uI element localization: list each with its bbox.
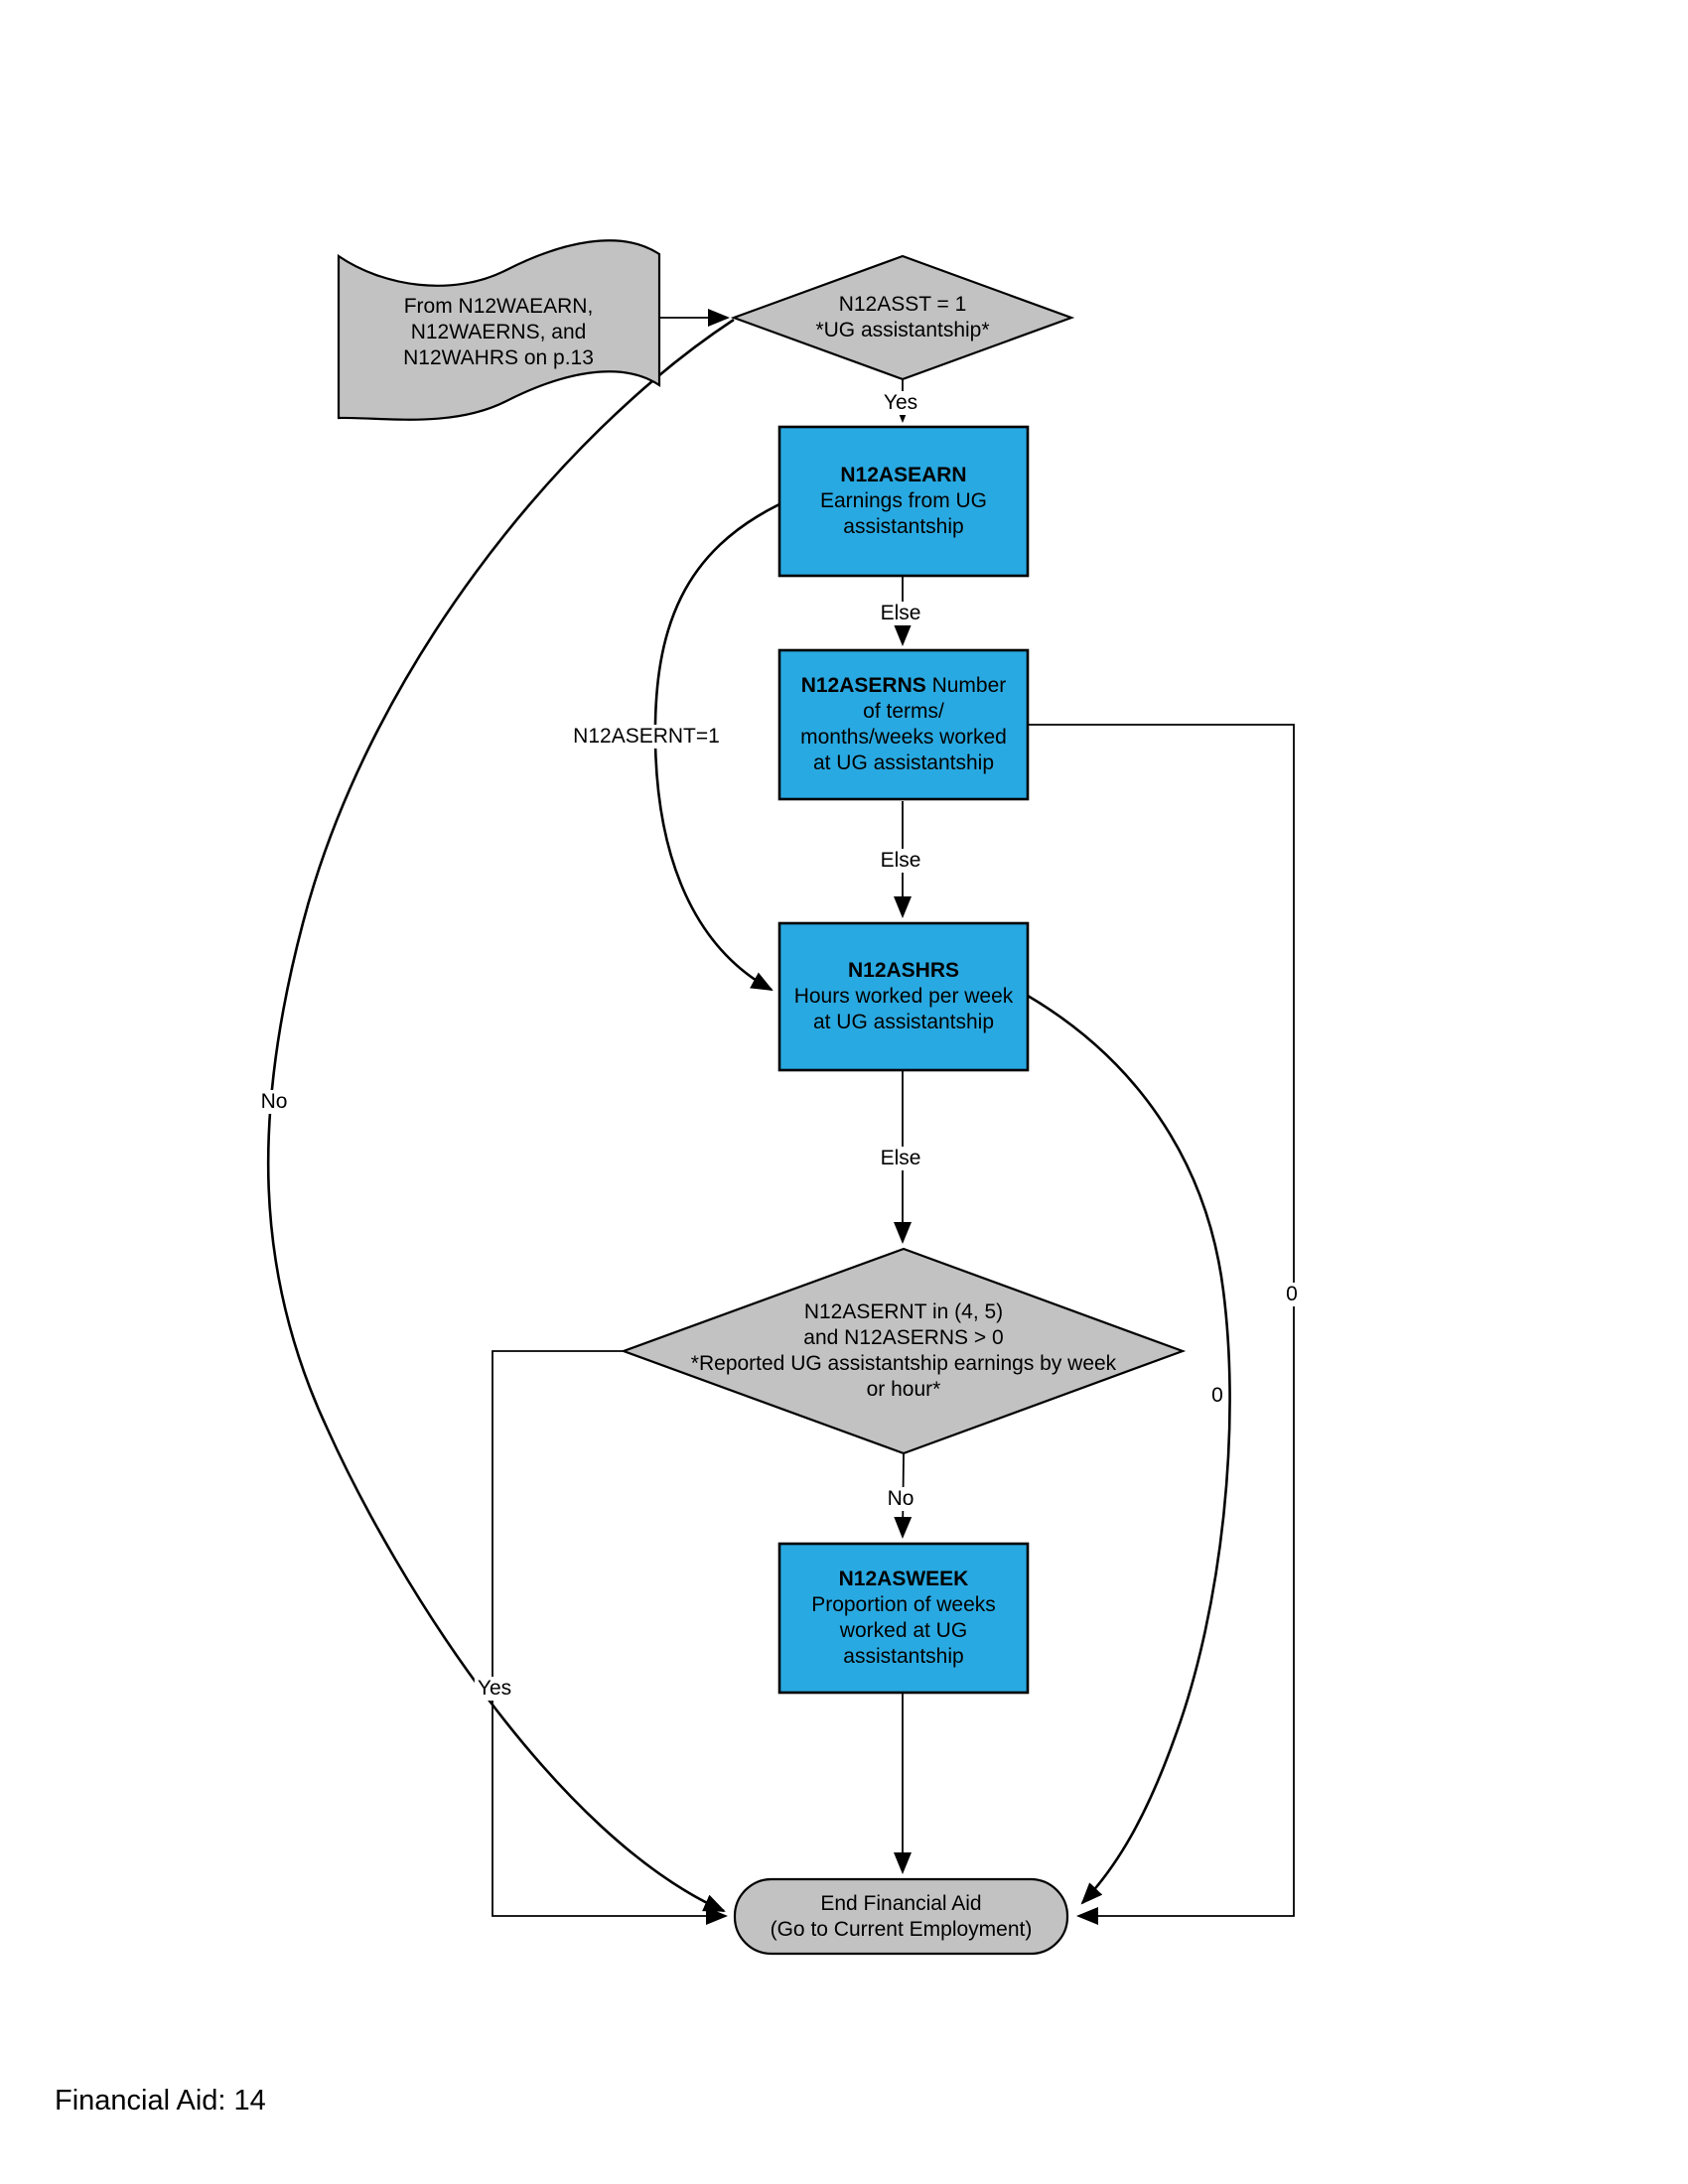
edge-label-yes-left: Yes bbox=[474, 1677, 515, 1701]
edge-decision-no-curve-to-end bbox=[266, 318, 735, 1913]
edge-label-zero-curve: 0 bbox=[1208, 1384, 1226, 1408]
edge-aserns-zero-elbow-to-end bbox=[1028, 724, 1295, 1925]
asearn-label: N12ASEARN Earnings from UG assistantship bbox=[779, 427, 1028, 576]
edge-label-else-2: Else bbox=[877, 849, 924, 873]
ashrs-body: Hours worked per week at UG assistantshi… bbox=[793, 985, 1014, 1033]
asearn-title: N12ASEARN bbox=[840, 464, 967, 486]
ashrs-label: N12ASHRS Hours worked per week at UG ass… bbox=[779, 923, 1028, 1070]
asearn-shape bbox=[777, 425, 1030, 578]
aserns-label: N12ASERNS Number of terms/ months/weeks … bbox=[779, 650, 1028, 799]
edge-label-no-left: No bbox=[257, 1090, 291, 1114]
aserns-title: N12ASERNS bbox=[800, 674, 926, 697]
end-node-shape bbox=[733, 1877, 1069, 1956]
source-tape-label: From N12WAEARN, N12WAERNS, and N12WAHRS … bbox=[403, 295, 594, 369]
decision-asst-label: N12ASST = 1 *UG assistantship* bbox=[815, 293, 990, 341]
edge-label-yes-top: Yes bbox=[880, 391, 921, 415]
page-footer: Financial Aid: 14 bbox=[55, 2085, 266, 2116]
end-node-label: End Financial Aid (Go to Current Employm… bbox=[770, 1891, 1033, 1941]
decision-ernt-label: N12ASERNT in (4, 5) and N12ASERNS > 0 *R… bbox=[690, 1300, 1117, 1401]
edge-label-else-3: Else bbox=[877, 1147, 924, 1170]
ashrs-title: N12ASHRS bbox=[847, 959, 960, 982]
decision-asst-shape bbox=[730, 254, 1075, 381]
edge-label-zero-vertical: 0 bbox=[1283, 1283, 1301, 1306]
aserns-body: Number of terms/ months/weeks worked at … bbox=[800, 674, 1007, 774]
asweek-body: Proportion of weeks worked at UG assista… bbox=[811, 1593, 996, 1668]
decision-ernt-shape bbox=[620, 1247, 1187, 1455]
edge-decision2-yes-elbow-to-end bbox=[492, 1350, 728, 1925]
asweek-title: N12ASWEEK bbox=[838, 1568, 969, 1590]
asweek-shape bbox=[777, 1542, 1030, 1695]
edge-label-asernt-eq-1: N12ASERNT=1 bbox=[570, 725, 723, 749]
asweek-label: N12ASWEEK Proportion of weeks worked at … bbox=[779, 1544, 1028, 1693]
source-tape-shape bbox=[337, 239, 661, 421]
edge-label-else-1: Else bbox=[877, 602, 924, 625]
edge-ashrs-zero-curve-to-end bbox=[1027, 994, 1231, 1905]
aserns-shape bbox=[777, 648, 1030, 801]
ashrs-shape bbox=[777, 921, 1030, 1072]
asearn-body: Earnings from UG assistantship bbox=[819, 489, 988, 538]
edge-label-no-to-asweek: No bbox=[884, 1487, 917, 1511]
